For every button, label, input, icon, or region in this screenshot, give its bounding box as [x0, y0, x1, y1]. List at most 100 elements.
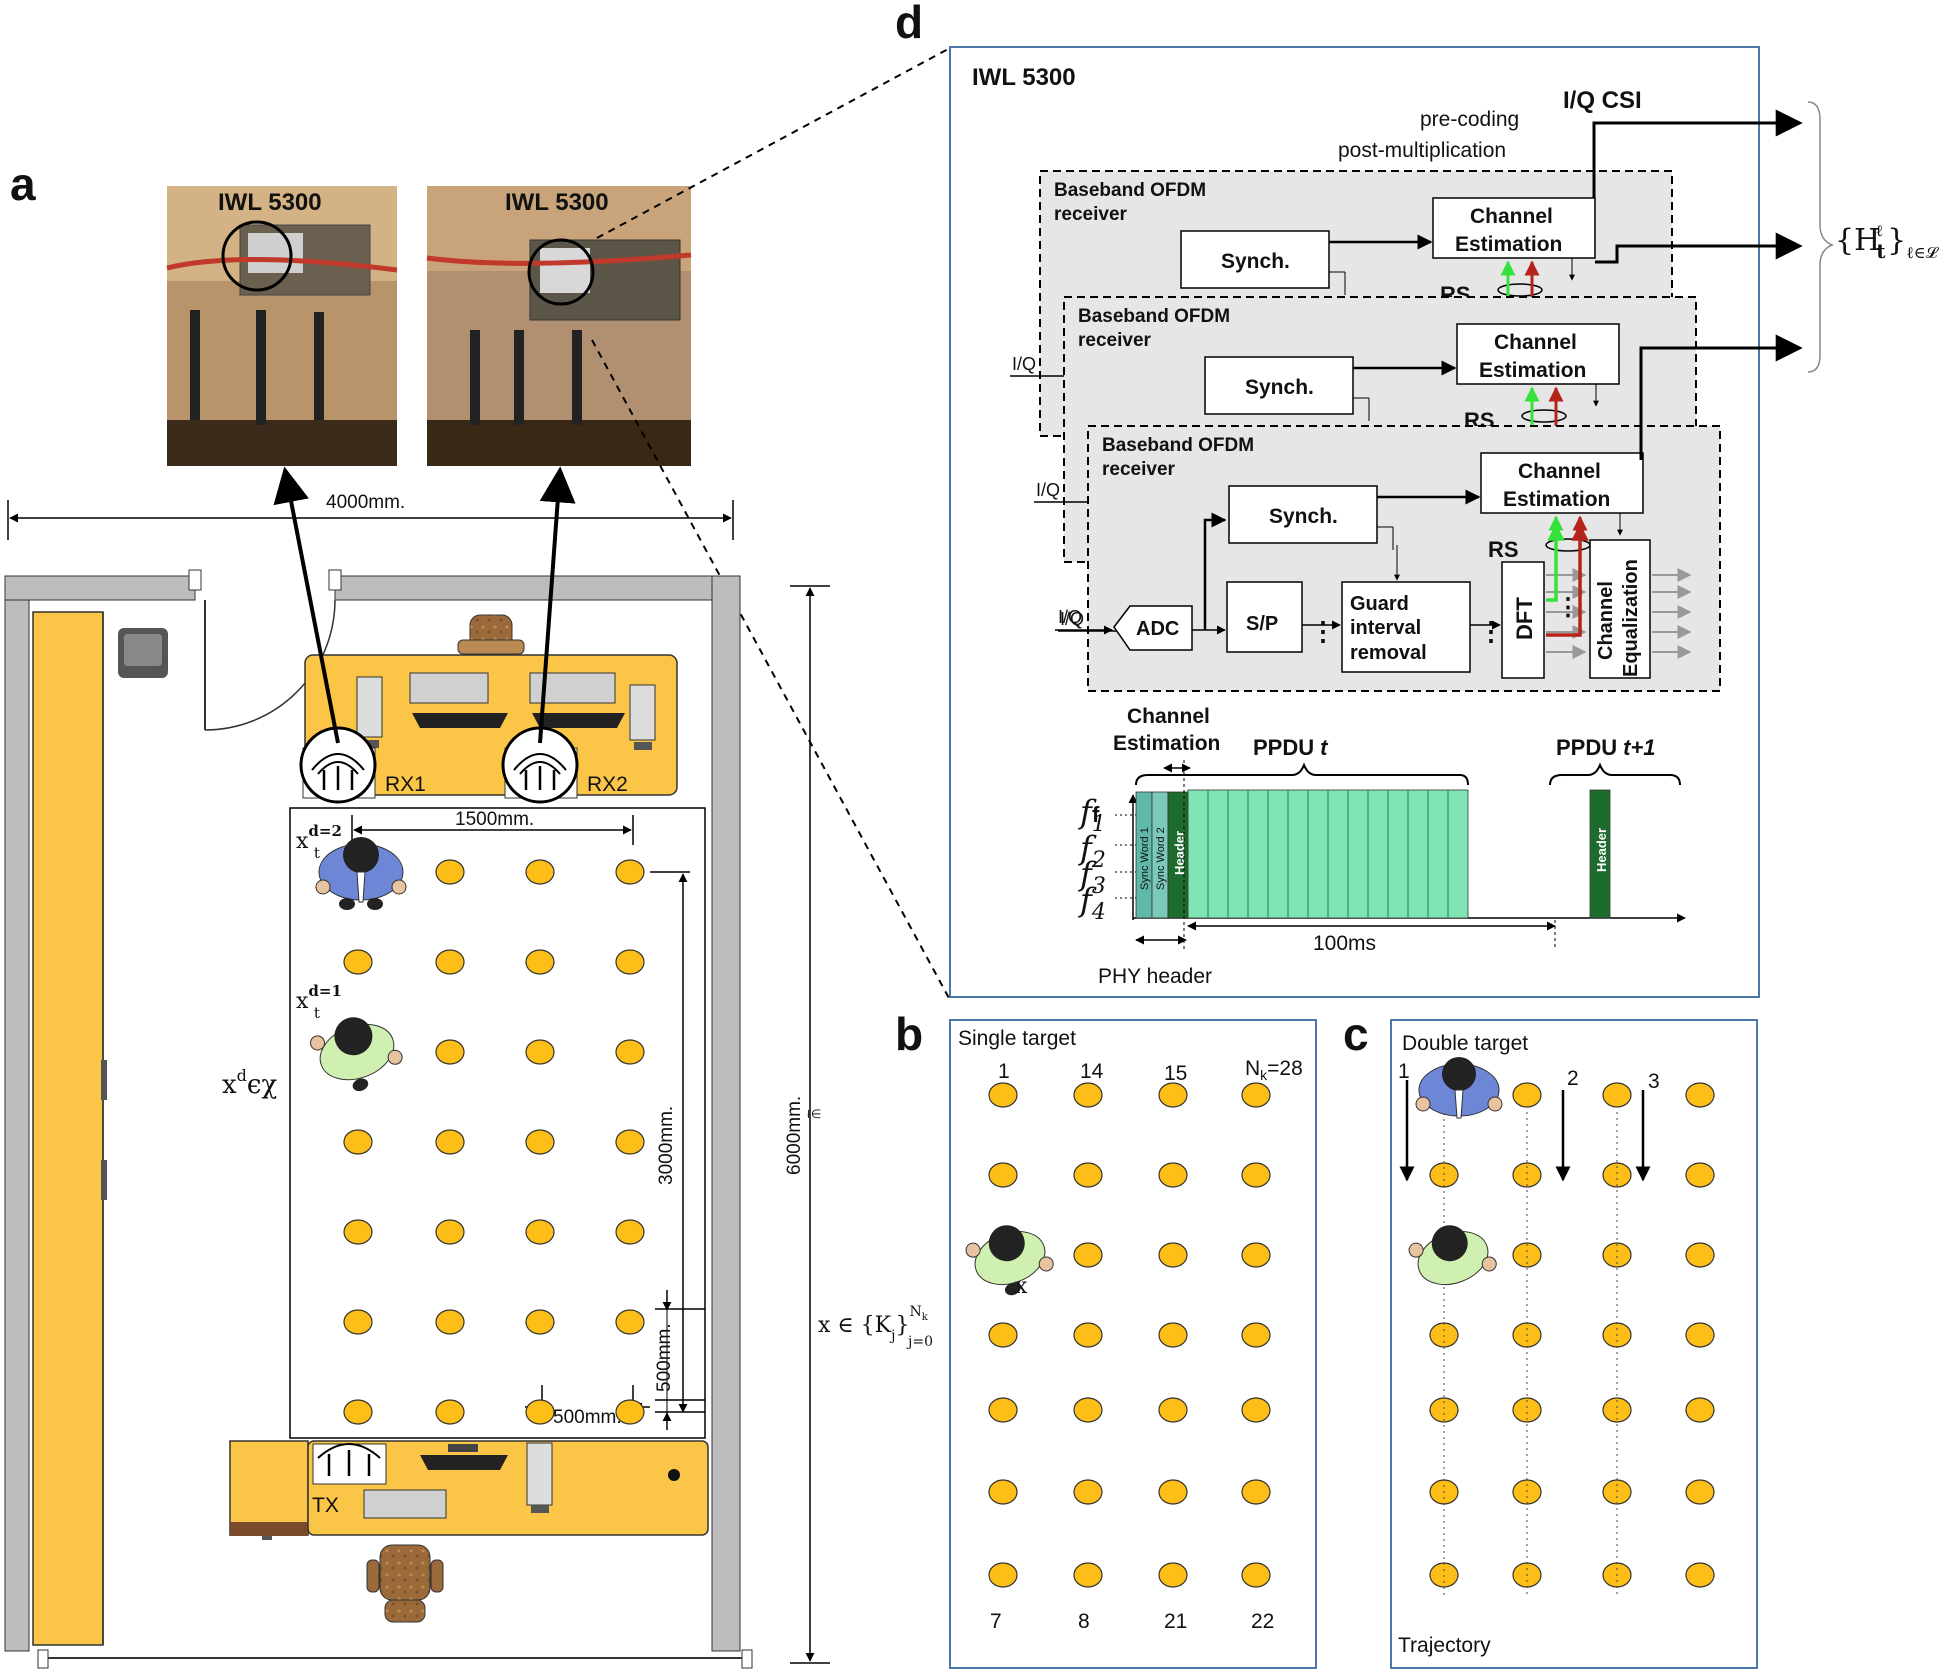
- grid-position-a: [435, 1129, 465, 1155]
- grid-position-a: [343, 949, 373, 975]
- wall-left: [4, 575, 30, 1652]
- receiver-subtitle: receiver: [1054, 204, 1128, 225]
- grid-position-b: [1241, 1242, 1271, 1268]
- single-target-x: x: [1015, 1274, 1028, 1299]
- svg-text:Header: Header: [1172, 831, 1187, 875]
- grid-position-b: [988, 1479, 1018, 1505]
- rs-label: RS: [1488, 537, 1519, 562]
- label-b-21: 21: [1164, 1610, 1187, 1633]
- chair-top: [457, 614, 525, 655]
- photo-left-label: IWL 5300: [218, 189, 322, 216]
- wardrobe: [32, 611, 104, 1646]
- receiver-subtitle: receiver: [1078, 330, 1152, 351]
- arrow-rx1-photo: [273, 466, 340, 744]
- grid-position-a: [435, 1309, 465, 1335]
- grid-position-c: [1512, 1082, 1542, 1108]
- label-b-14: 14: [1080, 1060, 1104, 1083]
- cable-hole: [668, 1469, 680, 1481]
- grid-position-b: [1073, 1322, 1103, 1348]
- iwl-card-circle-left: [221, 220, 293, 292]
- grid-position-a: [343, 1399, 373, 1425]
- phy-header-label: PHY header: [1098, 965, 1212, 988]
- precoding-label: pre-coding: [1420, 108, 1519, 131]
- grid-position-a: [615, 1129, 645, 1155]
- synch-block: [1180, 230, 1330, 289]
- pc-tower-bottom: [526, 1442, 553, 1506]
- channel-estimation-block: [1480, 452, 1644, 514]
- grid-position-c: [1685, 1082, 1715, 1108]
- output-arrow-3: [1639, 334, 1803, 460]
- data-symbols: [1187, 789, 1469, 919]
- panel-d-title: IWL 5300: [972, 64, 1076, 91]
- ppdu-t-brace: [1135, 762, 1469, 786]
- grid-position-b: [1241, 1322, 1271, 1348]
- grid-position-b: [1158, 1562, 1188, 1588]
- synch-label: Synch.: [1269, 505, 1338, 528]
- grid-position-c: [1685, 1562, 1715, 1588]
- rx2-antenna: [501, 726, 579, 804]
- grid-position-c: [1602, 1397, 1632, 1423]
- label-c-1: 1: [1398, 1060, 1410, 1083]
- grid-position-a: [435, 1039, 465, 1065]
- desk-bottom-side: [229, 1440, 309, 1536]
- grid-position-a: [615, 949, 645, 975]
- grid-position-b: [1158, 1162, 1188, 1188]
- iq-label: I/Q: [1060, 609, 1084, 629]
- grid-position-a: [525, 1039, 555, 1065]
- guard-interval-block: [1341, 581, 1471, 673]
- iq-label: I/Q: [1012, 354, 1036, 374]
- guard-label-1: Guard: [1350, 593, 1409, 615]
- room-floorplan: 4000mm. 6000mm. ℓ∈: [4, 466, 933, 1669]
- monitor-2: [532, 713, 625, 728]
- synch-label: Synch.: [1245, 376, 1314, 399]
- output-set-label: {Htℓ}ℓ∈𝓛: [1835, 221, 1940, 263]
- panel-letter-c: c: [1343, 1008, 1369, 1060]
- dft-label: DFT: [1512, 597, 1537, 640]
- grid-position-a: [343, 1309, 373, 1335]
- grid-position-b: [988, 1162, 1018, 1188]
- grid-position-c: [1602, 1242, 1632, 1268]
- grid-position-c: [1685, 1162, 1715, 1188]
- panel-letter-d: d: [895, 0, 923, 48]
- svg-text:Header: Header: [1594, 828, 1609, 872]
- synch-block: [1228, 485, 1378, 544]
- room-height-label: 6000mm.: [784, 1096, 805, 1175]
- wall-top-right: [334, 575, 741, 601]
- grid-position-b: [1241, 1082, 1271, 1108]
- label-c-2: 2: [1567, 1067, 1579, 1090]
- grid-position-a: [343, 1219, 373, 1245]
- iq-label: I/Q: [1036, 480, 1060, 500]
- label-b-nk: Nk=28: [1245, 1057, 1303, 1083]
- duration-label: 100ms: [1313, 932, 1376, 955]
- stray-mark: ℓ∈: [807, 1107, 821, 1121]
- grid-position-a: [435, 1399, 465, 1425]
- receiver-title: Baseband OFDM: [1078, 306, 1230, 327]
- spacing-vertical-label: 500mm.: [654, 1323, 675, 1392]
- guard-label-3: removal: [1350, 642, 1427, 664]
- grid-position-b: [1158, 1322, 1188, 1348]
- grid-position-a: [525, 1129, 555, 1155]
- grid-position-a: [615, 1039, 645, 1065]
- zoom-line-upper: [596, 47, 951, 239]
- channel-estimation-label-2: Estimation: [1503, 488, 1610, 511]
- receiver-title: Baseband OFDM: [1054, 180, 1206, 201]
- person-target-d2: [315, 837, 407, 910]
- grid-position-b: [988, 1562, 1018, 1588]
- grid-position-b: [1241, 1162, 1271, 1188]
- output-arrow-2: [1595, 232, 1803, 264]
- grid-position-b: [1073, 1242, 1103, 1268]
- grid-position-b: [988, 1397, 1018, 1423]
- freq-axis-label: f: [1092, 802, 1100, 827]
- photo-right-label: IWL 5300: [505, 189, 609, 216]
- grid-position-c: [1685, 1242, 1715, 1268]
- person-double-target-1: [1415, 1057, 1503, 1119]
- grid-position-c: [1512, 1242, 1542, 1268]
- rx2-label: RX2: [587, 773, 628, 796]
- photo-left: IWL 5300: [166, 186, 398, 466]
- person-single-target: [965, 1225, 1054, 1296]
- tx-antenna: [312, 1443, 387, 1485]
- grid-position-b: [1073, 1162, 1103, 1188]
- grid-position-c: [1685, 1322, 1715, 1348]
